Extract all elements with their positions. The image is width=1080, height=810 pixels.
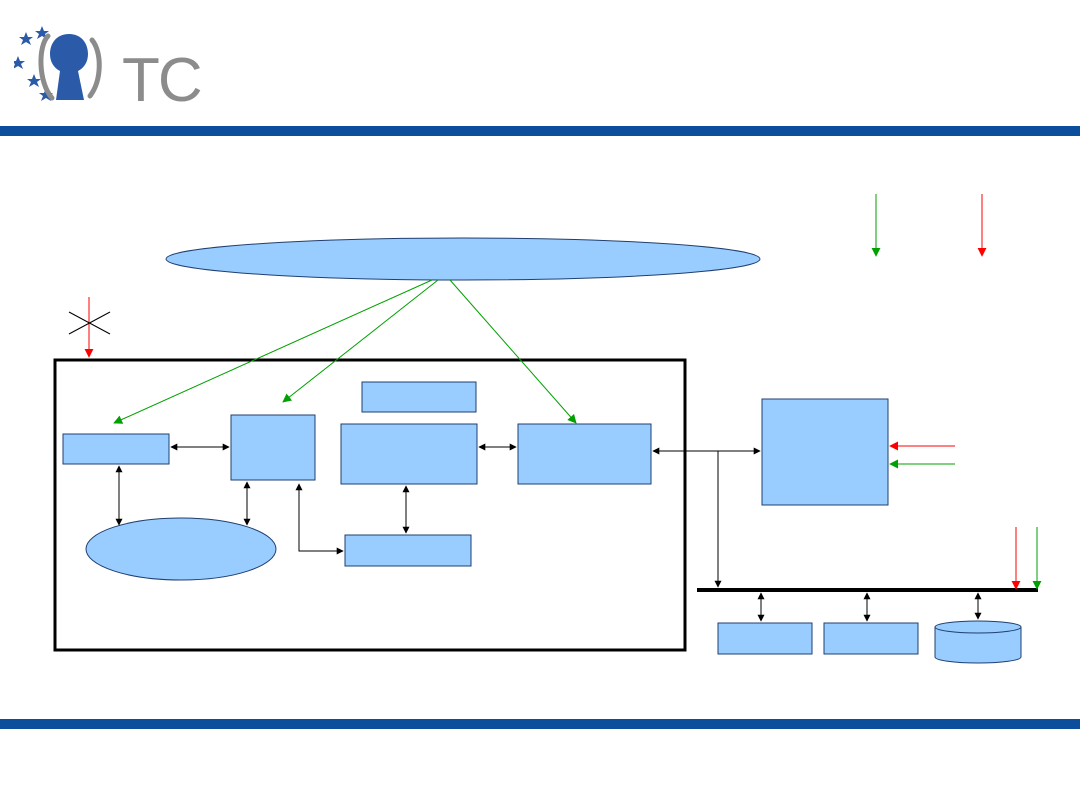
connector-middle-lower [295, 483, 344, 555]
upper-center-small-box [361, 381, 477, 413]
header-band [0, 126, 1080, 136]
inner-ellipse [85, 517, 277, 581]
green-arrow-to-middle-component [282, 279, 439, 403]
bus-device-1 [717, 622, 813, 655]
bus-device-2 [823, 622, 919, 655]
external-device [761, 398, 889, 506]
lower-center-component [344, 534, 472, 567]
center-component [340, 423, 478, 485]
block-cross-line-2 [68, 311, 111, 335]
system-boundary [53, 358, 687, 652]
logo-emblem [11, 26, 102, 101]
left-component [62, 433, 170, 465]
top-ellipse [165, 237, 761, 281]
keyhole-arc-right-icon [87, 37, 102, 99]
middle-component [230, 414, 316, 481]
storage-cylinder-icon [934, 620, 1022, 664]
keyhole-arc-icon [38, 33, 55, 101]
green-arrow-to-right-component [449, 279, 577, 424]
keyhole-icon [50, 34, 88, 100]
right-inner-component [517, 423, 652, 485]
logo-text: TC [122, 46, 203, 115]
green-arrow-to-left-component [113, 279, 433, 424]
logo: TC [11, 22, 214, 115]
footer-band [0, 719, 1080, 729]
